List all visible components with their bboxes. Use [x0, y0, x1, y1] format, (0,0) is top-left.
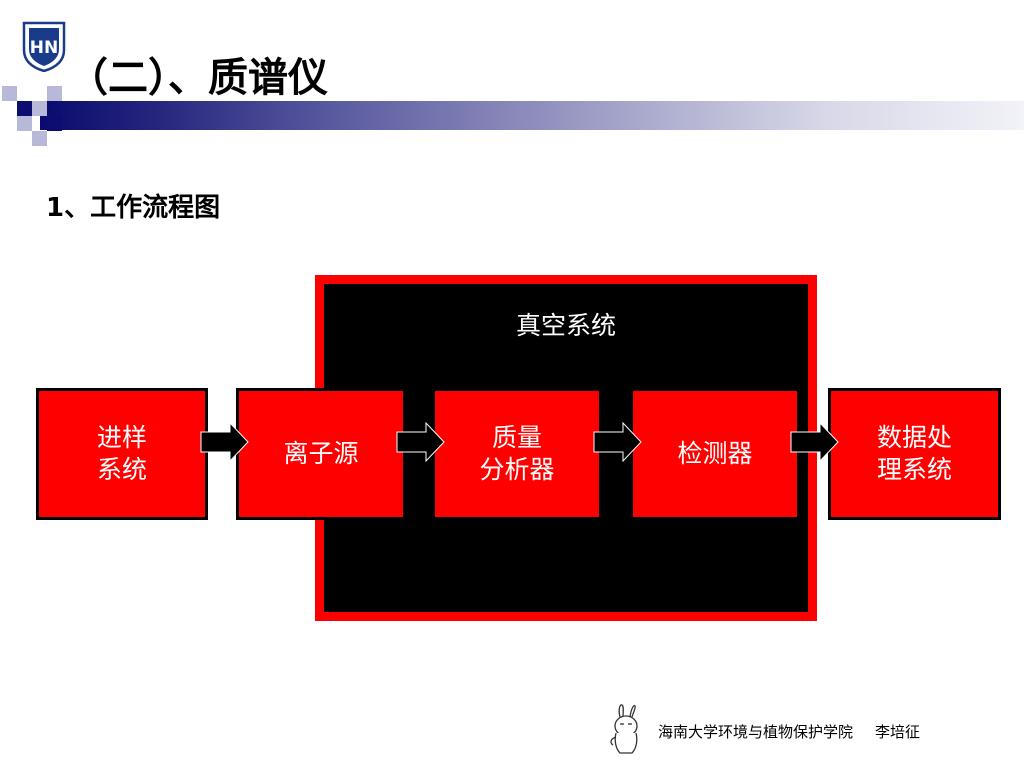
header-bar [40, 101, 1024, 130]
footer-credit: 海南大学环境与植物保护学院 李培征 [658, 720, 920, 744]
header-square [47, 86, 62, 101]
header-square [2, 86, 17, 101]
flow-arrow-icon [396, 422, 445, 462]
vacuum-system-label: 真空系统 [515, 311, 616, 340]
flow-arrow-icon [593, 422, 642, 462]
box-label: 离子源 [283, 439, 359, 468]
sample-inlet-box: 进样 系统 [36, 388, 208, 520]
box-label: 质量 分析器 [479, 423, 555, 484]
data-processing-box: 数据处 理系统 [828, 388, 1001, 520]
slide-title: （二）、质谱仪 [68, 55, 328, 101]
mascot-icon [610, 704, 638, 754]
mass-analyzer-box: 质量 分析器 [432, 388, 602, 520]
footer-institution: 海南大学环境与植物保护学院 [658, 723, 854, 741]
header-square [47, 116, 62, 131]
svg-text:HN: HN [30, 38, 58, 58]
header-square [32, 101, 47, 116]
slide-subtitle: 1、工作流程图 [46, 193, 221, 223]
box-label: 进样 系统 [96, 423, 147, 484]
university-logo: HN [20, 20, 68, 73]
header-square [17, 101, 32, 116]
ion-source-box: 离子源 [236, 388, 406, 520]
box-label: 检测器 [677, 439, 753, 468]
flow-arrow-icon [200, 422, 249, 462]
footer-author: 李培征 [875, 723, 921, 741]
header-square [17, 116, 32, 131]
flow-arrow-icon [790, 422, 839, 462]
detector-box: 检测器 [630, 388, 800, 520]
header-square [32, 131, 47, 146]
box-label: 数据处 理系统 [876, 423, 952, 484]
